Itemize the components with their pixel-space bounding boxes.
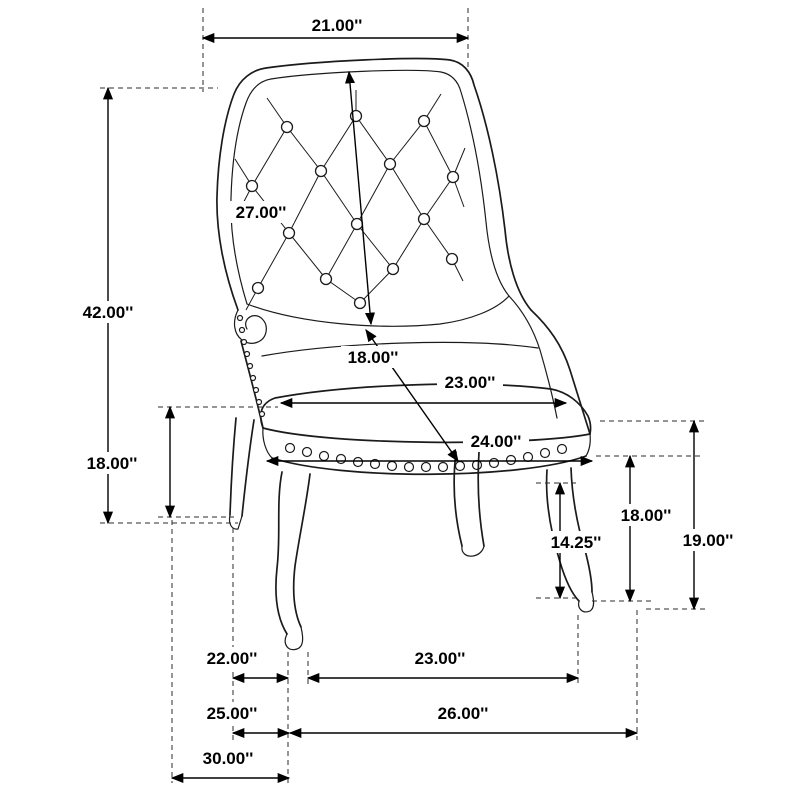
- right-arm-outer: [530, 309, 591, 435]
- dimension-arrow: [344, 70, 376, 326]
- dim-label-front-leg-span: 23.00'': [415, 649, 466, 668]
- label-background: [202, 647, 262, 669]
- dim-label-top-back-width: 21.00'': [312, 16, 363, 35]
- dim-label-base-width: 26.00'': [438, 704, 489, 723]
- dim-label-back-to-seat-diagonal: 18.00'': [348, 348, 399, 367]
- label-background: [433, 702, 493, 724]
- label-background: [675, 529, 741, 551]
- back-left-leg: [228, 417, 255, 530]
- seat-rail-right-cap: [585, 433, 591, 457]
- label-background: [463, 430, 529, 452]
- seat-rail-top-edge: [262, 427, 591, 444]
- dim-back-to-seat-diagonal: 18.00'': [341, 328, 459, 463]
- dim-floor-to-arm-right: 19.00'': [600, 419, 741, 611]
- dim-label-lower-depth: 25.00'': [207, 704, 258, 723]
- dim-floor-to-seat-left: 18.00'': [79, 405, 278, 519]
- dim-top-back-width: 21.00'': [201, 8, 470, 92]
- dim-label-leg-gap-depth: 22.00'': [207, 649, 258, 668]
- front-left-leg: [275, 471, 311, 651]
- dim-label-leg-height: 14.25'': [551, 533, 602, 552]
- dim-lower-depth: 25.00'': [202, 702, 291, 739]
- wing-nailhead-row: [236, 314, 266, 418]
- dim-outer-seat-width: 24.00'': [265, 430, 594, 467]
- dim-label-outer-seat-width: 24.00'': [471, 432, 522, 451]
- dim-overall-depth: 30.00'': [170, 747, 291, 784]
- label-background: [613, 504, 679, 526]
- dim-seat-width: 23.00'': [279, 371, 568, 409]
- label-background: [542, 531, 610, 553]
- dim-leg-gap-depth: 22.00'': [202, 647, 290, 684]
- seat-cushion-front: [259, 383, 592, 435]
- left-arm-roll: [233, 309, 267, 344]
- label-background: [198, 747, 258, 769]
- label-background: [341, 346, 406, 368]
- dim-leg-height: 14.25'': [536, 481, 610, 600]
- dim-label-floor-to-arm-right: 19.00'': [683, 531, 734, 550]
- label-background: [202, 702, 262, 724]
- dim-label-overall-height: 42.00'': [83, 303, 134, 322]
- tufting-lattice: [234, 90, 466, 311]
- label-background: [410, 647, 470, 669]
- tufted-panel-bottom-edge: [246, 295, 510, 327]
- dimension-annotations: 21.00'' 42.00'' 27.00'' 18.00'' 23.00'': [74, 8, 741, 785]
- dim-base-width: 26.00'': [288, 702, 639, 739]
- label-background: [74, 301, 142, 323]
- label-background: [304, 13, 370, 35]
- dim-label-floor-to-seat-left: 18.00'': [87, 454, 138, 473]
- label-background: [79, 452, 145, 474]
- right-arm-inner: [508, 295, 558, 419]
- label-background: [437, 371, 503, 393]
- dim-front-leg-span: 23.00'': [306, 647, 580, 684]
- label-background: [228, 201, 294, 223]
- dim-label-seat-width: 23.00'': [445, 373, 496, 392]
- dim-label-floor-to-seat-right: 18.00'': [621, 506, 672, 525]
- seat-rail-left-cap: [262, 427, 273, 459]
- dim-label-overall-depth: 30.00'': [203, 749, 254, 768]
- dim-backrest-diagonal: 27.00'': [228, 70, 376, 326]
- chair-back-outline: [216, 57, 532, 311]
- dim-floor-to-seat-right: 18.00'': [592, 454, 700, 603]
- dim-label-backrest-diagonal: 27.00'': [236, 203, 287, 222]
- dim-overall-height: 42.00'': [74, 86, 238, 525]
